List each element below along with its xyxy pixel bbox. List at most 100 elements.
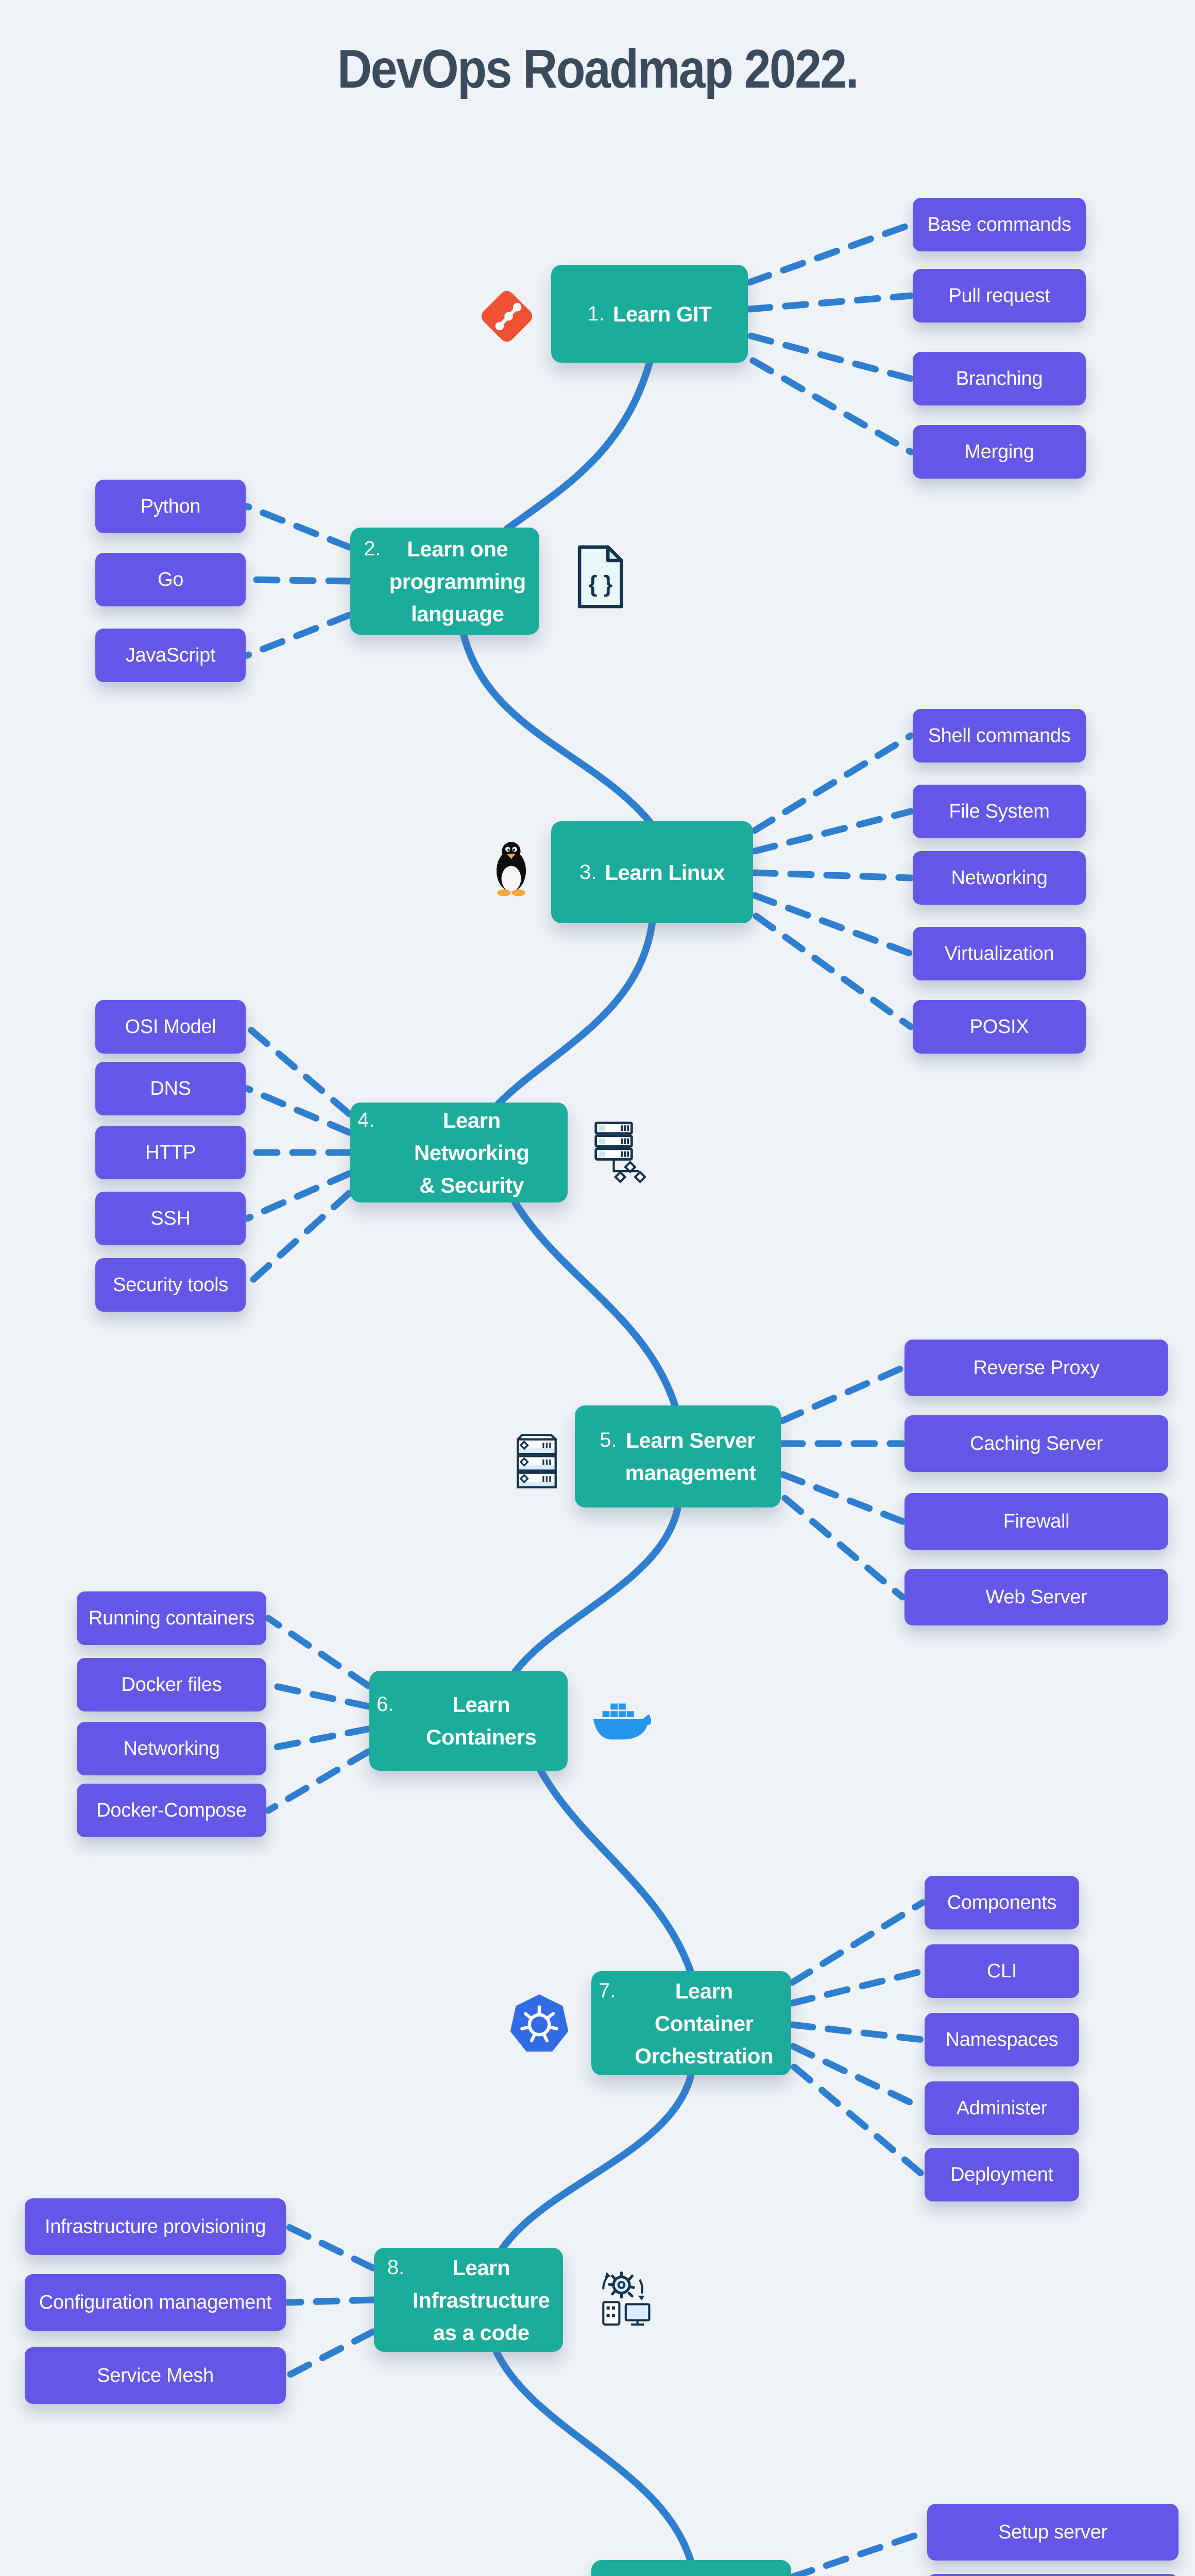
topic-leaf: Service Mesh bbox=[25, 2347, 286, 2404]
topic-leaf: Pull request bbox=[913, 269, 1086, 323]
topic-label: CLI bbox=[986, 1960, 1017, 1982]
topic-leaf: Networking bbox=[77, 1722, 266, 1775]
topic-leaf: Networking bbox=[913, 851, 1086, 905]
topic-label: JavaScript bbox=[125, 644, 216, 666]
step-node: 1. Learn GIT bbox=[551, 265, 748, 363]
kubernetes-icon bbox=[510, 1994, 569, 2052]
git-icon bbox=[481, 291, 533, 342]
topic-leaf: Virtualization bbox=[913, 927, 1086, 980]
step-number: 2. bbox=[364, 537, 381, 560]
topic-label: Merging bbox=[964, 440, 1034, 463]
topic-leaf: DNS bbox=[95, 1062, 246, 1115]
topic-label: Pull request bbox=[948, 284, 1050, 307]
topic-label: File System bbox=[949, 800, 1050, 822]
step-title: Learn Infrastructure as a code bbox=[413, 2255, 550, 2345]
step-number: 6. bbox=[377, 1693, 394, 1716]
topic-leaf: Merging bbox=[913, 425, 1086, 479]
topic-label: Administer bbox=[956, 2097, 1048, 2119]
topic-label: Security tools bbox=[113, 1274, 228, 1296]
step-title: Learn Linux bbox=[605, 860, 725, 885]
topic-leaf: Base commands bbox=[913, 198, 1086, 251]
topic-label: HTTP bbox=[145, 1141, 196, 1163]
topic-leaf: Administer bbox=[925, 2081, 1079, 2135]
topic-leaf: Configuration management bbox=[25, 2274, 286, 2331]
topic-leaf: Docker-Compose bbox=[77, 1784, 266, 1837]
topic-label: Running containers bbox=[88, 1607, 255, 1629]
topic-leaf: Go bbox=[95, 553, 246, 606]
step-number: 5. bbox=[600, 1429, 617, 1451]
topic-leaf: Setup server bbox=[927, 2504, 1179, 2561]
topic-label: Networking bbox=[951, 867, 1048, 889]
step-number: 3. bbox=[579, 860, 597, 884]
topic-label: Service Mesh bbox=[97, 2364, 214, 2386]
topic-leaf: SSH bbox=[95, 1192, 246, 1245]
topic-label: Caching Server bbox=[970, 1432, 1103, 1454]
topic-label: Configuration management bbox=[39, 2291, 272, 2313]
topic-label: Python bbox=[140, 495, 201, 517]
step-node: 3. Learn Linux bbox=[551, 821, 753, 923]
topic-leaf: Security tools bbox=[95, 1258, 246, 1312]
topic-leaf: Firewall bbox=[904, 1493, 1168, 1550]
step-node: 7. Learn Container Orchestration bbox=[591, 1971, 791, 2075]
step-node: 6. Learn Containers bbox=[369, 1671, 568, 1771]
topic-label: Reverse Proxy bbox=[973, 1357, 1100, 1379]
network-security-icon bbox=[594, 1122, 646, 1183]
topic-label: Virtualization bbox=[944, 942, 1054, 964]
step-number: 1. bbox=[587, 302, 605, 325]
topic-label: Go bbox=[157, 568, 184, 590]
topic-label: Base commands bbox=[927, 213, 1071, 235]
topic-label: Namespaces bbox=[945, 2028, 1059, 2050]
topic-leaf: POSIX bbox=[913, 1000, 1086, 1054]
topic-leaf: Running containers bbox=[77, 1591, 266, 1645]
topic-leaf: Namespaces bbox=[925, 2013, 1079, 2066]
step-title: Learn Networking & Security bbox=[414, 1108, 530, 1197]
server-rack-icon bbox=[517, 1434, 557, 1488]
svg-text:{ }: { } bbox=[588, 571, 612, 597]
topic-label: Branching bbox=[955, 367, 1043, 389]
step-number: 7. bbox=[599, 1979, 616, 2002]
step-title: Learn Server management bbox=[625, 1428, 757, 1485]
topic-leaf: Web Server bbox=[904, 1569, 1168, 1625]
dashed-connectors bbox=[244, 221, 929, 2576]
topic-leaf: Branching bbox=[913, 352, 1086, 405]
topic-label: SSH bbox=[150, 1207, 191, 1229]
topic-leaf: Components bbox=[925, 1876, 1079, 1929]
topic-leaf: Deployment bbox=[925, 2148, 1079, 2201]
topic-leaf: Python bbox=[95, 480, 246, 533]
topic-label: Firewall bbox=[1003, 1510, 1070, 1532]
step-node: 5. Learn Server management bbox=[575, 1405, 781, 1507]
topic-leaf: Docker files bbox=[77, 1658, 266, 1711]
step-title: Learn Container Orchestration bbox=[635, 1978, 774, 2068]
topic-label: Infrastructure provisioning bbox=[44, 2215, 266, 2238]
step-node: 8. Learn Infrastructure as a code bbox=[374, 2248, 563, 2352]
topic-leaf: Integration bbox=[927, 2574, 1179, 2576]
topic-label: Networking bbox=[123, 1737, 220, 1759]
topic-leaf: Reverse Proxy bbox=[904, 1340, 1168, 1396]
topic-label: Shell commands bbox=[928, 724, 1071, 747]
topic-leaf: OSI Model bbox=[95, 1000, 246, 1054]
step-title: Learn GIT bbox=[612, 301, 712, 326]
topic-leaf: File System bbox=[913, 785, 1086, 838]
topic-label: Components bbox=[947, 1891, 1057, 1913]
docker-whale-icon bbox=[593, 1703, 651, 1740]
topic-label: Docker files bbox=[121, 1673, 222, 1696]
step-title: Learn Containers bbox=[425, 1692, 537, 1749]
linux-tux-icon bbox=[497, 842, 526, 896]
topic-label: Docker-Compose bbox=[96, 1799, 247, 1821]
topic-label: Deployment bbox=[950, 2163, 1053, 2185]
step-number: 4. bbox=[357, 1108, 375, 1131]
main-roadmap-curve bbox=[460, 359, 694, 2565]
topic-label: DNS bbox=[150, 1077, 191, 1099]
topic-label: OSI Model bbox=[125, 1015, 216, 1038]
topic-label: POSIX bbox=[969, 1015, 1029, 1038]
topic-leaf: Infrastructure provisioning bbox=[25, 2198, 286, 2255]
step-node: 9. Learn CI/CD bbox=[591, 2560, 791, 2576]
topic-leaf: JavaScript bbox=[95, 629, 246, 682]
step-title: Learn one programming language bbox=[389, 536, 526, 626]
topic-label: Setup server bbox=[998, 2521, 1107, 2543]
topic-leaf: Shell commands bbox=[913, 709, 1086, 762]
code-file-icon: { } bbox=[577, 545, 623, 608]
step-node: 4. Learn Networking & Security bbox=[350, 1103, 568, 1202]
